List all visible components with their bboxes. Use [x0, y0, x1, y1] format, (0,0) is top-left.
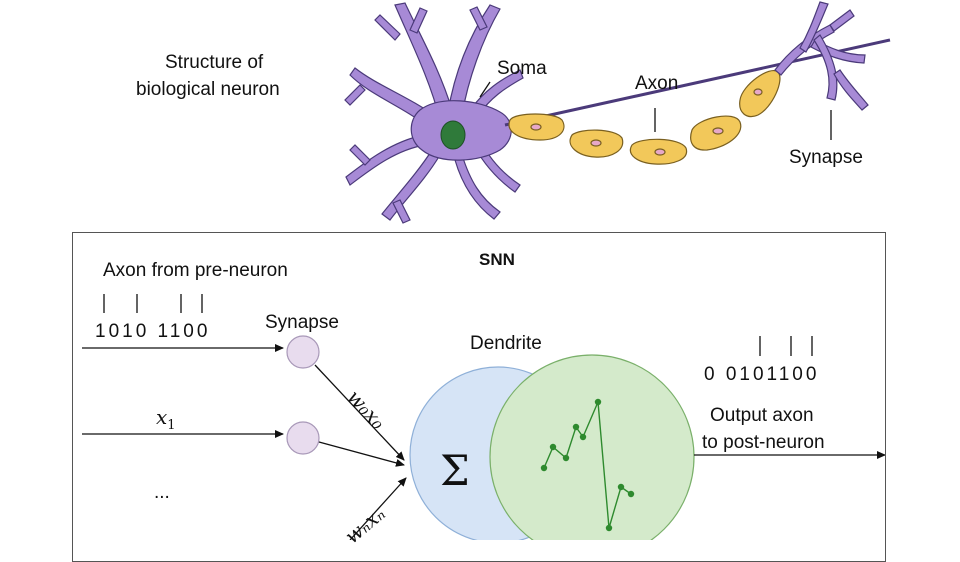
- snn-title: SNN: [479, 250, 515, 269]
- dendrite-circle: [489, 354, 695, 540]
- x1-symbol: x: [156, 405, 168, 429]
- weight-arrow-1: [318, 441, 405, 467]
- input-spike-ticks: [103, 294, 203, 313]
- input-x1-label: x1: [156, 405, 176, 434]
- soma-label: Soma: [497, 58, 547, 79]
- input-spike-bits: 1010 1100: [95, 321, 211, 342]
- neuron-diagram: [82, 1, 891, 540]
- weight-arrow-n: [349, 477, 407, 540]
- synapse-label-top: Synapse: [789, 147, 863, 168]
- x1-subscript: 1: [167, 418, 176, 433]
- top-leader-lines: [479, 81, 832, 140]
- synapse-node-0: [286, 335, 320, 369]
- neuron-structure-title-line2: biological neuron: [136, 79, 280, 100]
- axon-myelin: [504, 38, 891, 165]
- axon-label: Axon: [635, 73, 679, 94]
- weight-arrow-0: [314, 364, 405, 461]
- summation-symbol: Σ: [440, 446, 470, 495]
- neuron-structure-title-line1: Structure of: [165, 52, 264, 73]
- output-axon-label-line2: to post-neuron: [702, 432, 825, 453]
- input-ellipsis: ...: [154, 482, 170, 503]
- dendrite-label: Dendrite: [470, 333, 542, 354]
- synapse-node-1: [286, 421, 320, 455]
- neuron-dendrites: [344, 2, 524, 224]
- output-axon-label-line1: Output axon: [710, 405, 814, 426]
- axon-from-pre-neuron-label: Axon from pre-neuron: [103, 260, 288, 281]
- membrane-spike-trace: [540, 398, 635, 532]
- axon-terminals: [774, 1, 869, 111]
- synapse-label-snn: Synapse: [265, 312, 339, 333]
- output-spike-bits: 0 0101100: [704, 364, 820, 385]
- output-spike-ticks: [759, 336, 813, 356]
- nucleus: [440, 120, 466, 150]
